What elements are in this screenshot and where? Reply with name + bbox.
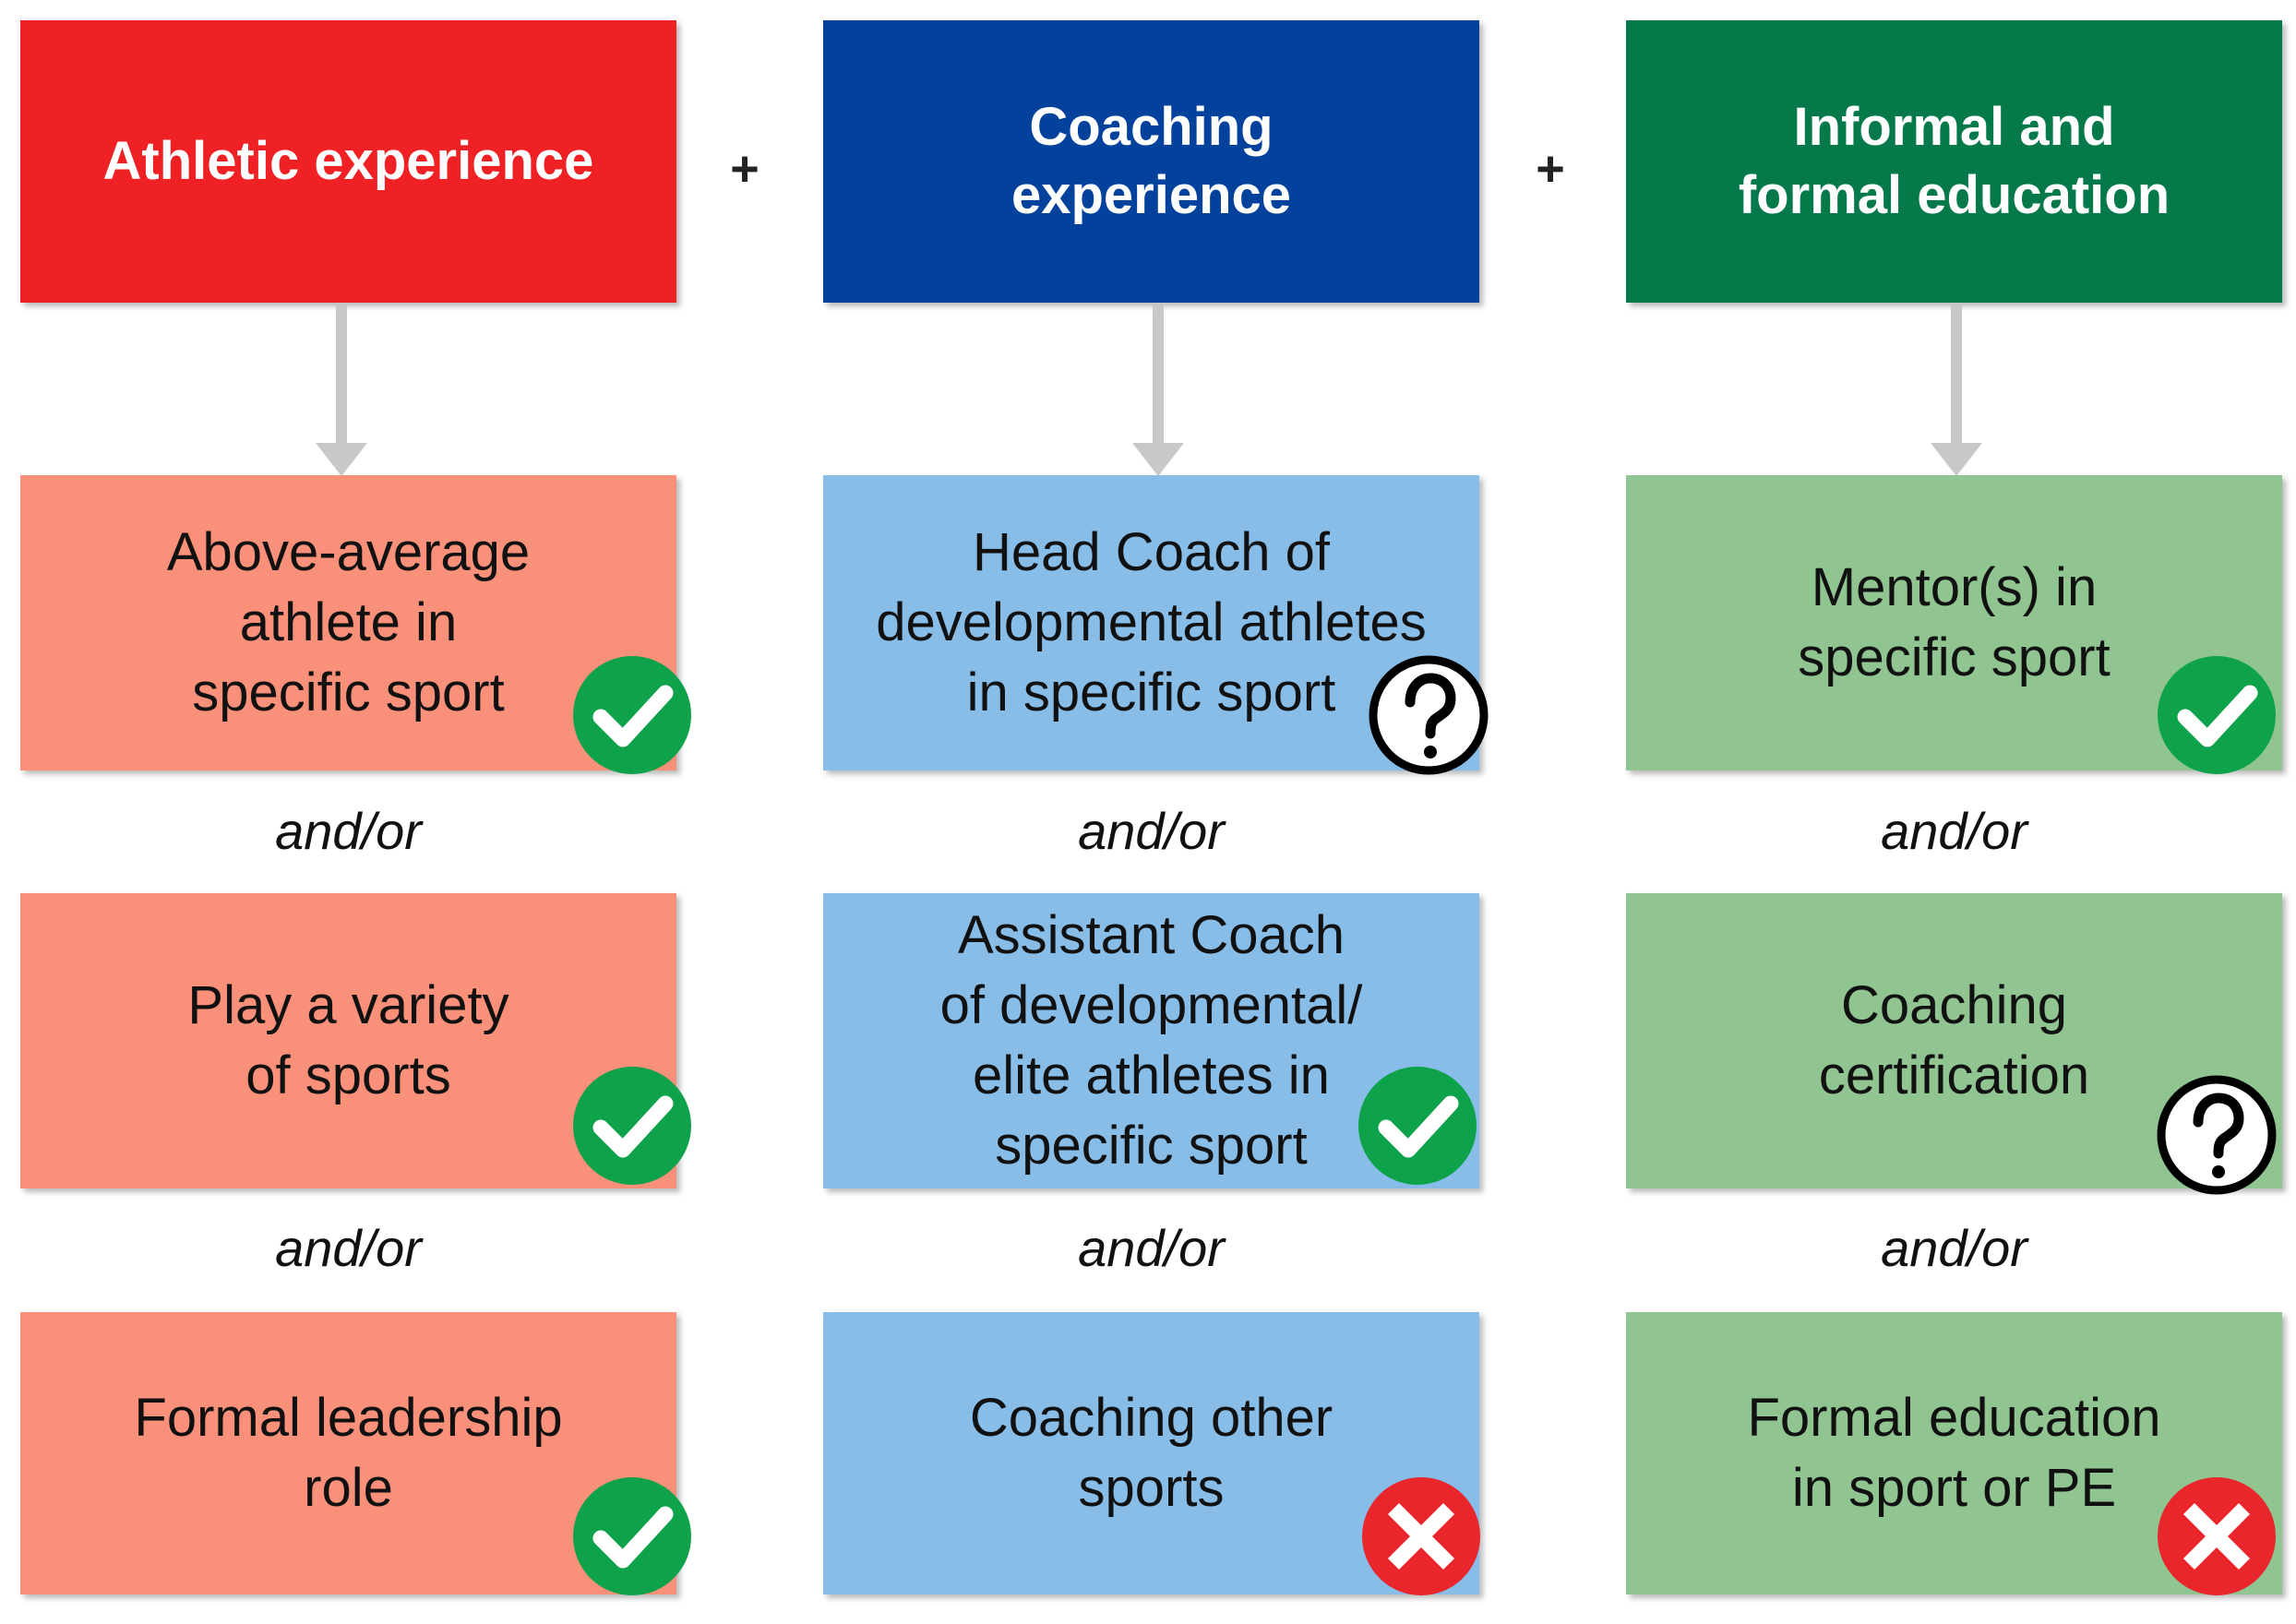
cross-icon	[2158, 1477, 2276, 1595]
plus-sign: +	[730, 141, 759, 197]
item-formal-leadership-role: Formal leadership role	[20, 1312, 676, 1594]
header-label: Informal and formal education	[1738, 97, 2170, 225]
item-label: Coaching certification	[1818, 975, 2090, 1105]
down-arrow-icon	[1931, 304, 1982, 476]
check-icon	[1358, 1067, 1477, 1185]
and-or-connector: and/or	[275, 1219, 422, 1277]
and-or-connector: and/or	[1881, 1219, 2027, 1277]
item-above-average-athlete: Above-average athlete in specific sport	[20, 475, 676, 770]
item-label: Coaching other sports	[969, 1388, 1333, 1518]
header-athletic-experience: Athletic experience	[20, 20, 676, 303]
question-icon	[2157, 1075, 2277, 1195]
header-informal-formal-education: Informal and formal education	[1626, 20, 2282, 303]
item-label: Assistant Coach of developmental/ elite …	[939, 905, 1363, 1176]
and-or-connector: and/or	[1881, 802, 2027, 860]
header-coaching-experience: Coaching experience	[823, 20, 1479, 303]
check-icon	[573, 656, 691, 774]
check-icon	[573, 1067, 691, 1185]
check-icon	[573, 1477, 691, 1595]
and-or-connector: and/or	[1078, 802, 1225, 860]
item-label: Head Coach of developmental athletes in …	[876, 522, 1427, 722]
item-label: Above-average athlete in specific sport	[166, 522, 531, 722]
and-or-connector: and/or	[1078, 1219, 1225, 1277]
item-play-variety-of-sports: Play a variety of sports	[20, 893, 676, 1188]
item-label: Formal education in sport or PE	[1747, 1388, 2161, 1518]
question-icon	[1369, 655, 1489, 775]
and-or-connector: and/or	[275, 802, 422, 860]
item-label: Play a variety of sports	[187, 975, 509, 1105]
item-coaching-other-sports: Coaching other sports	[823, 1312, 1479, 1594]
header-label: Athletic experience	[102, 131, 594, 191]
item-label: Formal leadership role	[134, 1388, 563, 1518]
down-arrow-icon	[316, 304, 367, 476]
check-icon	[2158, 656, 2276, 774]
plus-sign: +	[1536, 141, 1565, 197]
down-arrow-icon	[1132, 304, 1184, 476]
header-label: Coaching experience	[1010, 97, 1292, 225]
cross-icon	[1362, 1477, 1480, 1595]
item-label: Mentor(s) in specific sport	[1798, 557, 2111, 687]
